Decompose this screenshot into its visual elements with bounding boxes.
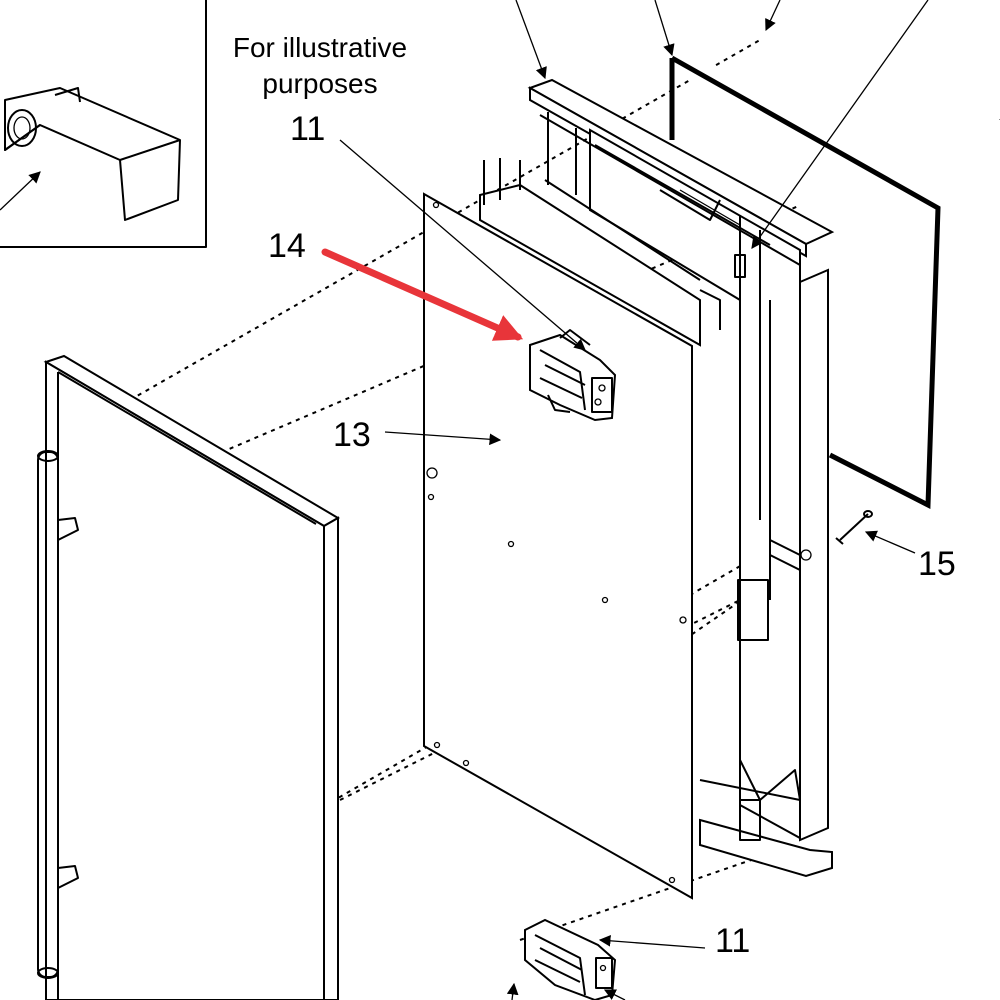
- callout-11-top: 11: [290, 110, 325, 148]
- highlight-arrow: [321, 248, 524, 341]
- inset-note-line1: For illustrative: [233, 32, 407, 63]
- leader-11-top: [339, 139, 586, 351]
- mounting-screw: [835, 510, 873, 545]
- handle-bracket-detail: [0, 87, 181, 221]
- callout-labels: 11 14 13 15 11: [268, 110, 956, 960]
- callout-13: 13: [333, 416, 371, 454]
- callout-14: 14: [268, 227, 306, 265]
- inset-frame: [0, 0, 207, 248]
- outer-door-panel: [37, 354, 340, 1000]
- leader-lines: [339, 0, 929, 1000]
- inset-note-line2: purposes: [262, 68, 377, 99]
- rear-gasket-panel: [669, 55, 1000, 510]
- leader-11-bottom: [598, 934, 706, 949]
- callout-11-bottom: 11: [715, 922, 750, 960]
- inner-door-panel: [423, 158, 721, 900]
- callout-15: 15: [918, 545, 956, 583]
- leader-13: [384, 431, 502, 446]
- lower-door-hinge: [524, 918, 617, 1000]
- leader-15: [864, 530, 916, 554]
- inset-detail: For illustrative purposes: [0, 0, 407, 248]
